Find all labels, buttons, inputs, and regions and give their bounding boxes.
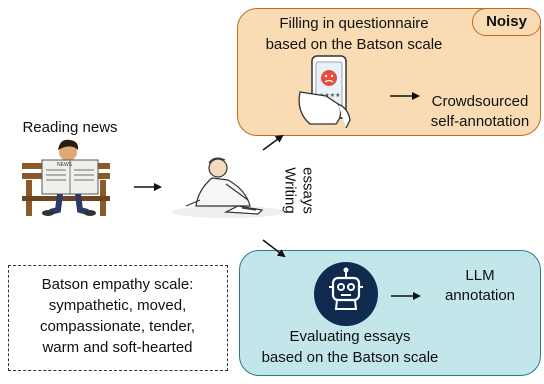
phone-rating-icon: ★★★★ [298,55,351,129]
newspaper-text: NEWS [57,162,73,168]
robot-icon [314,262,378,326]
noisy-badge: Noisy [472,8,541,36]
crowd-result-line2: self-annotation [430,113,530,130]
crowd-panel-title-line1: Filling in questionnaire [279,15,429,32]
batson-scale-box: Batson empathy scale: sympathetic, moved… [8,265,228,371]
llm-result-line2: annotation [444,287,516,304]
llm-caption-line1: Evaluating essays [289,328,411,345]
llm-annotation-panel [239,250,541,376]
person-writing-icon [172,157,284,218]
llm-result-line1: LLM [465,267,495,284]
arrow-writing-to-questionnaire [262,134,284,151]
person-reading-newspaper-icon: NEWS [22,139,110,216]
reading-news-label: Reading news [22,119,118,136]
crowd-result-line1: Crowdsourced [431,93,529,110]
scale-line-3: compassionate, tender, [39,318,196,335]
scale-line-4: warm and soft-hearted [42,339,193,356]
arrow-writing-to-llm [262,239,286,258]
scale-line-2: sympathetic, moved, [48,297,187,314]
svg-text:★★★★: ★★★★ [319,92,341,99]
crowd-panel-title-line2: based on the Batson scale [265,36,443,53]
scale-line-1: Batson empathy scale: [41,276,194,293]
llm-caption-line2: based on the Batson scale [261,349,439,366]
